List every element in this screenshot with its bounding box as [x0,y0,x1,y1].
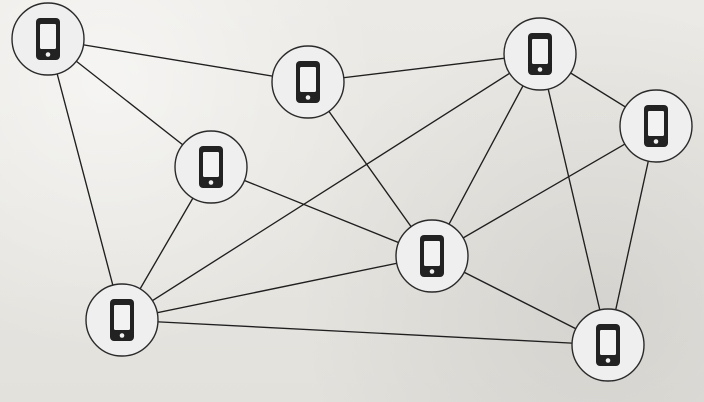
smartphone-icon [528,33,552,75]
edge-n6-n7 [121,255,433,321]
node-n6 [395,219,469,293]
node-n3 [174,130,248,204]
smartphone-icon [596,324,620,366]
smartphone-icon [36,18,60,60]
node-n2 [271,45,345,119]
node-n4 [503,17,577,91]
edge-n5-n6 [431,125,657,257]
edge-n4-n6 [431,53,541,257]
edge-n1-n7 [47,38,123,321]
node-n1 [11,2,85,76]
smartphone-icon [420,235,444,277]
edge-n3-n6 [210,166,433,257]
edge-n2-n4 [307,53,541,83]
smartphone-icon [296,61,320,103]
edge-n4-n7 [121,53,541,321]
node-n8 [571,308,645,382]
edge-layer [47,38,657,346]
node-layer [11,2,693,382]
edge-n5-n8 [607,125,657,346]
edge-n1-n2 [47,38,309,83]
edge-n7-n8 [121,319,609,346]
node-n7 [85,283,159,357]
edge-n4-n8 [539,53,609,346]
node-n5 [619,89,693,163]
smartphone-icon [110,299,134,341]
smartphone-icon [199,146,223,188]
smartphone-icon [644,105,668,147]
